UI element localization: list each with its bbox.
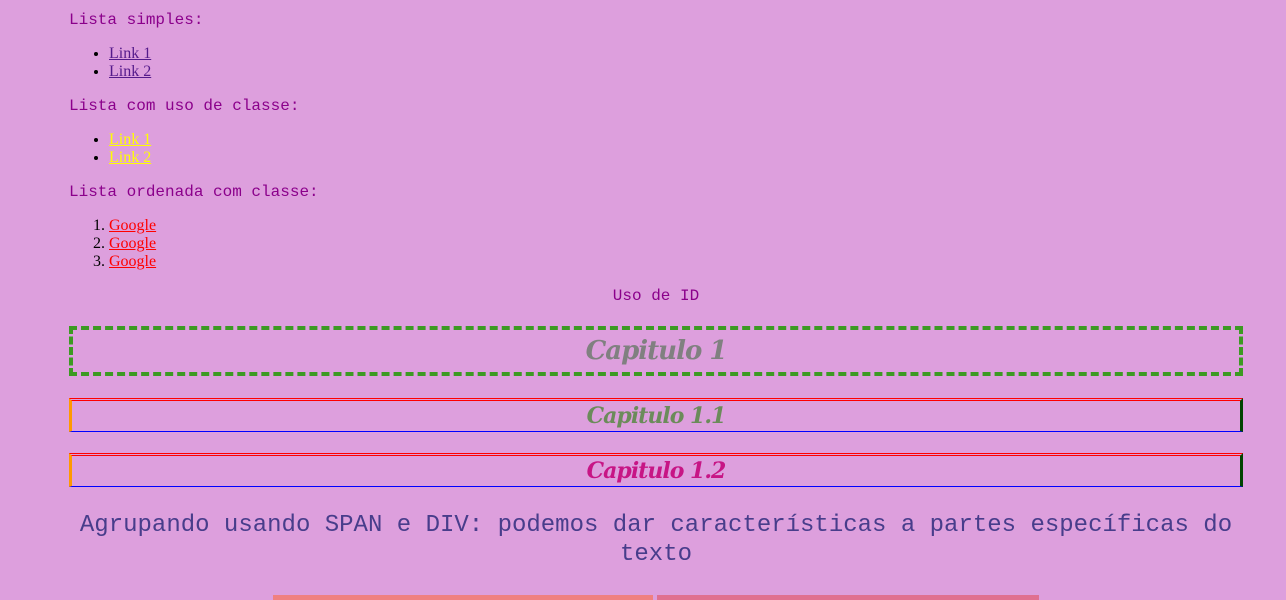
ordered-list-label: Lista ordenada com classe: <box>69 183 319 201</box>
class-link-2[interactable]: Link 2 <box>109 149 152 166</box>
ordered-list: Google Google Google <box>69 217 156 271</box>
simple-link-2[interactable]: Link 2 <box>109 63 152 80</box>
list-item: Link 2 <box>109 149 151 167</box>
google-link-3[interactable]: Google <box>109 253 157 270</box>
class-list-label: Lista com uso de classe: <box>69 97 300 115</box>
grouping-heading: Agrupando usando SPAN e DIV: podemos dar… <box>79 512 1233 568</box>
simple-link-1[interactable]: Link 1 <box>109 45 152 62</box>
list-item: Link 1 <box>109 45 151 63</box>
chapter-1-1-box: Capitulo 1.1 <box>69 398 1243 432</box>
list-item: Google <box>109 253 156 271</box>
google-link-1[interactable]: Google <box>109 217 157 234</box>
google-link-2[interactable]: Google <box>109 235 157 252</box>
simple-list-label: Lista simples: <box>69 11 204 29</box>
list-item: Google <box>109 217 156 235</box>
chapter-1-box: Capitulo 1 <box>69 326 1243 376</box>
class-list: Link 1 Link 2 <box>69 131 151 167</box>
span-strip-right <box>657 595 1039 600</box>
simple-list: Link 1 Link 2 <box>69 45 151 81</box>
list-item: Link 2 <box>109 63 151 81</box>
list-item: Link 1 <box>109 131 151 149</box>
chapter-1-2-box: Capitulo 1.2 <box>69 453 1243 487</box>
span-strip-left <box>273 595 653 600</box>
id-usage-heading: Uso de ID <box>612 287 700 305</box>
list-item: Google <box>109 235 156 253</box>
class-link-1[interactable]: Link 1 <box>109 131 152 148</box>
